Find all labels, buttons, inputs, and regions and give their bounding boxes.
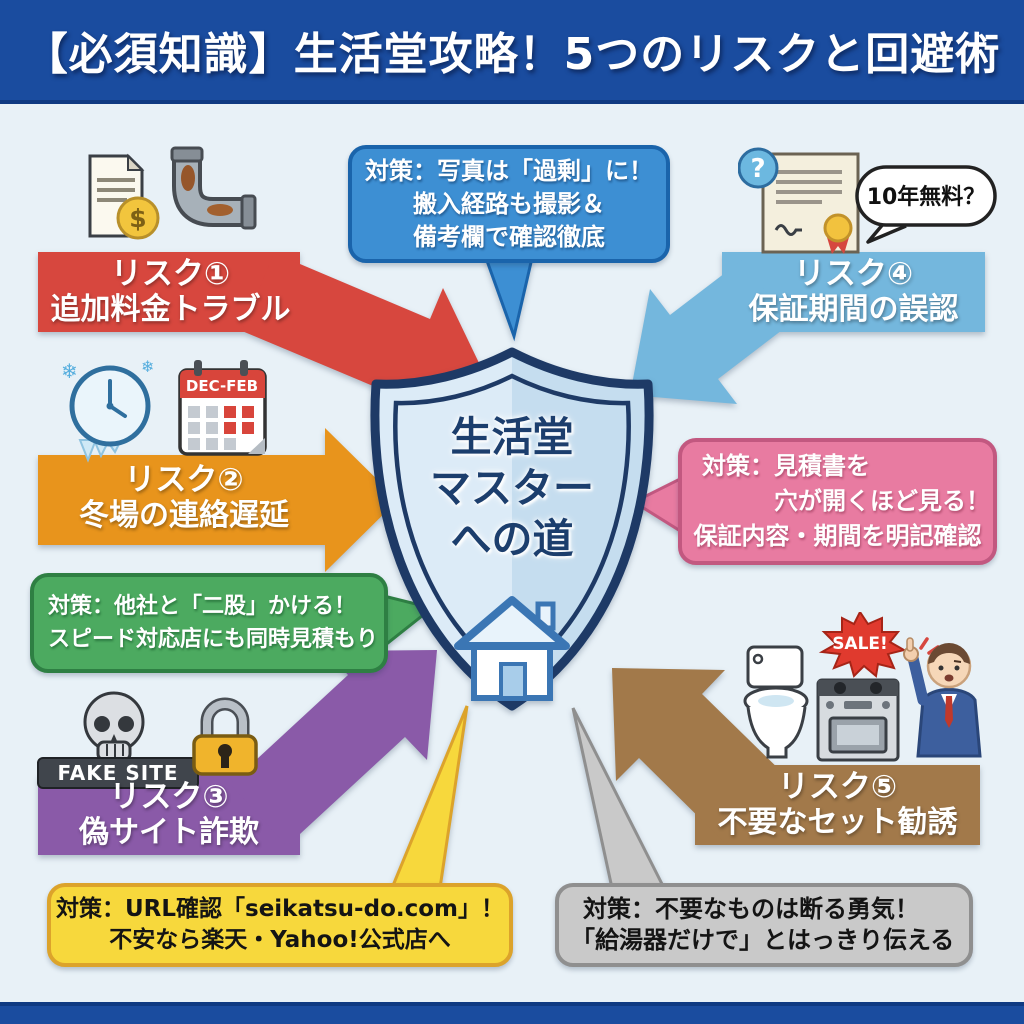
stove-icon	[816, 678, 900, 762]
risk-5-label: リスク⑤	[777, 769, 898, 805]
measure-refuse-line1: 対策：不要なものは断る勇気！	[583, 895, 919, 923]
raised-arm	[907, 652, 929, 706]
risk-4-desc: 保証期間の誤認	[748, 292, 959, 327]
risk-3-banner: リスク③ 偽サイト詐欺	[38, 779, 300, 851]
measure-photos-line2: 搬入経路も撮影＆	[413, 189, 605, 218]
risk-3-desc: 偽サイト詐欺	[79, 815, 259, 850]
measure-photos-line1: 対策：写真は「過剰」に！	[365, 156, 653, 185]
measure-compare-line1: 対策：他社と「二股」かける！	[48, 594, 357, 619]
risk-2-icons: ❄ ❄ DEC-FEB	[61, 357, 267, 463]
question-mark-icon: ?	[738, 147, 779, 189]
measure-url-line1: 対策：URL確認「seikatsu-do.com」！	[55, 896, 505, 922]
measure-quote-line3: 保証内容・期間を明記確認	[693, 522, 982, 550]
header-bar: 【必須知識】生活堂攻略！5つのリスクと回避術	[0, 0, 1024, 104]
measure-quote-line1: 対策：見積書を	[702, 452, 870, 480]
question-mark-glyph: ?	[750, 154, 765, 184]
risk-4-label: リスク④	[793, 256, 914, 292]
house-icon	[454, 596, 570, 701]
measure-quote-bubble: 対策：見積書を 穴が開くほど見る！ 保証内容・期間を明記確認	[678, 438, 997, 565]
speech-bubble-text: 10年無料？	[867, 184, 986, 210]
measure-refuse-line2: 「給湯器だけで」とはっきり伝える	[571, 926, 955, 954]
shield-title-line1: 生活堂	[450, 413, 574, 461]
shield-title-line3: への道	[450, 515, 574, 563]
risk-2-banner: リスク② 冬場の連絡遅延	[38, 462, 330, 534]
risk-2-arrow	[38, 428, 398, 572]
winter-calendar-icon: DEC-FEB	[178, 360, 267, 456]
measure-quote-line2: 穴が開くほど見る！	[774, 487, 990, 515]
pointing-finger	[906, 637, 914, 652]
toilet-icon	[743, 645, 809, 759]
measure-url-bubble: 対策：URL確認「seikatsu-do.com」！ 不安なら楽天・Yahoo!…	[47, 883, 513, 967]
svg-text:❄: ❄	[61, 359, 78, 383]
measure-photos-bubble: 対策：写真は「過剰」に！ 搬入経路も撮影＆ 備考欄で確認徹底	[348, 145, 670, 263]
risk-1-desc: 追加料金トラブル	[50, 292, 291, 327]
risk-1-banner: リスク① 追加料金トラブル	[38, 256, 303, 328]
measure-compare-bubble: 対策：他社と「二股」かける！ スピード対応店にも同時見積もり	[30, 573, 388, 673]
risk-3-label: リスク③	[109, 779, 229, 815]
risk-4-arrowhead	[630, 260, 790, 404]
coin-symbol: $	[129, 204, 146, 233]
frozen-clock-icon: ❄ ❄	[61, 357, 154, 463]
risk-4-arrow	[630, 252, 985, 404]
measure-refuse-bubble: 対策：不要なものは断る勇気！ 「給湯器だけで」とはっきり伝える	[555, 883, 973, 967]
measure-compare-line2: スピード対応店にも同時見積もり	[48, 627, 379, 652]
page-title: 【必須知識】生活堂攻略！5つのリスクと回避術	[23, 29, 1001, 80]
speech-bubble-10yen: 10年無料？	[855, 165, 997, 244]
risk-2-label: リスク②	[124, 462, 244, 498]
risk-4-banner: リスク④ 保証期間の誤認	[722, 256, 985, 328]
risk-1-label: リスク①	[110, 256, 231, 292]
risk-3-icons: FAKE SITE	[37, 691, 199, 789]
warranty-certificate-icon: ?	[738, 147, 860, 254]
padlock-icon	[192, 697, 258, 776]
sale-label: SALE!	[832, 634, 888, 654]
measure-photos-line3: 備考欄で確認徹底	[413, 222, 605, 251]
fake-site-label: FAKE SITE	[57, 761, 178, 785]
risk-5-arrow	[612, 668, 980, 845]
svg-text:❄: ❄	[141, 357, 154, 376]
tie	[945, 696, 953, 728]
footer-bar	[0, 1002, 1024, 1024]
money-coin-icon: $	[116, 196, 160, 240]
fake-site-badge: FAKE SITE	[37, 757, 199, 789]
skull-icon	[83, 691, 145, 762]
calendar-label: DEC-FEB	[186, 377, 258, 395]
shield-title-line2: マスター	[430, 464, 594, 512]
rusty-pipe-icon	[170, 146, 257, 230]
shield-title: 生活堂 マスター への道	[397, 412, 627, 565]
measure-url-line2: 不安なら楽天・Yahoo!公式店へ	[109, 927, 451, 953]
risk-5-banner: リスク⑤ 不要なセット勧誘	[695, 769, 980, 841]
risk-5-arrowhead	[612, 668, 790, 844]
risk-1-icons: $	[88, 146, 257, 240]
risk-3-arrowhead	[230, 650, 437, 846]
risk-2-band	[38, 428, 398, 572]
shield-icon	[370, 347, 654, 711]
risk-2-desc: 冬場の連絡遅延	[79, 498, 289, 533]
stove-sale-icons: SALE!	[816, 612, 907, 762]
sale-starburst-icon: SALE!	[818, 612, 907, 678]
risk-5-desc: 不要なセット勧誘	[717, 805, 958, 840]
salesman-icon	[903, 637, 982, 758]
